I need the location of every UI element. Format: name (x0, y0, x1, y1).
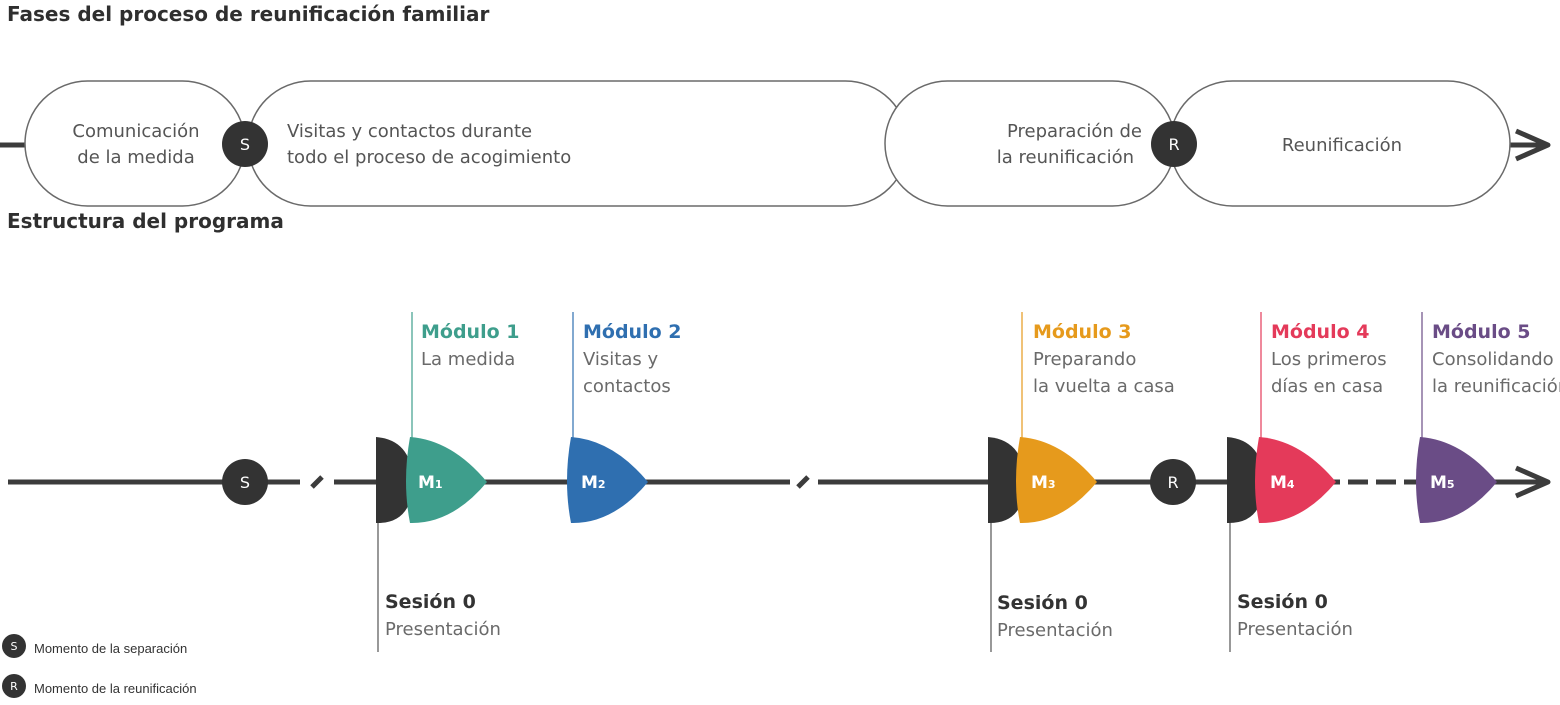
session-2-title: Sesión 0 (997, 592, 1088, 614)
separation-node-label: S (240, 135, 250, 154)
module-5-title: Módulo 5 (1432, 321, 1531, 343)
module-3-title: Módulo 3 (1033, 321, 1132, 343)
session-1-subtitle: Presentación (385, 619, 501, 640)
module-3-desc-line-1: Preparando (1033, 349, 1136, 370)
module-2-badge-label: M2 (581, 473, 606, 493)
module-5-badge-label: M5 (1430, 473, 1455, 493)
module-1-badge (406, 437, 487, 524)
program-separation-node (222, 459, 268, 505)
module-4-title: Módulo 4 (1271, 321, 1370, 343)
phases-heading: Fases del proceso de reunificación famil… (7, 2, 490, 26)
module-5-desc-line-1: Consolidando (1432, 349, 1554, 370)
phase-2-line-1: Visitas y contactos durante (287, 121, 532, 142)
phase-pill-3 (884, 80, 1176, 207)
module-4-badge-label: M4 (1270, 473, 1295, 493)
reunification-node (1151, 121, 1197, 167)
module-5-desc-line-2: la reunificación (1432, 376, 1560, 397)
program-arrow-icon (1514, 465, 1551, 499)
session-1-title: Sesión 0 (385, 591, 476, 613)
legend-reunification-text: Momento de la reunificación (34, 681, 197, 696)
legend-separation-text: Momento de la separación (34, 641, 187, 656)
module-3-badge-label: M3 (1031, 473, 1056, 493)
module-4-desc-line-2: días en casa (1271, 376, 1383, 397)
separation-node (222, 121, 268, 167)
module-5-badge (1416, 437, 1497, 524)
module-4-badge (1255, 437, 1336, 524)
module-1-desc-line-1: La medida (421, 349, 515, 370)
phase-1-line-1: Comunicación (72, 121, 199, 142)
module-2-title: Módulo 2 (583, 321, 682, 343)
module-3-badge (1016, 437, 1097, 524)
reunification-node-label: R (1168, 135, 1179, 154)
program-timeline: S R M1 M2 M3 M4 M5 Módulo 1 La medida Mó… (8, 312, 1560, 652)
phase-3-line-1: Preparación de (1007, 121, 1142, 142)
session-3-tab (1227, 437, 1264, 524)
program-reunification-label: R (1167, 473, 1178, 492)
legend: S Momento de la separación R Momento de … (2, 634, 197, 698)
phase-1-line-2: de la medida (77, 147, 194, 168)
module-3-desc-line-2: la vuelta a casa (1033, 376, 1175, 397)
phase-2-line-2: todo el proceso de acogimiento (287, 147, 571, 168)
axis-break (796, 475, 810, 489)
legend-separation-icon (2, 634, 26, 658)
session-3-title: Sesión 0 (1237, 591, 1328, 613)
module-2-badge (567, 437, 648, 524)
phase-3-line-2: la reunificación (997, 147, 1134, 168)
phase-timeline: Comunicación de la medida Visitas y cont… (0, 80, 1551, 207)
phase-4-label: Reunificación (1282, 135, 1402, 156)
program-reunification-node (1150, 459, 1196, 505)
legend-reunification-letter: R (10, 680, 18, 693)
legend-reunification-icon (2, 674, 26, 698)
session-2-tab (988, 437, 1025, 524)
module-4-desc-line-1: Los primeros (1271, 349, 1387, 370)
session-2-subtitle: Presentación (997, 620, 1113, 641)
axis-break (310, 475, 324, 489)
phase-pill-1 (24, 80, 246, 207)
module-2-desc-line-2: contactos (583, 376, 671, 397)
phase-arrow-icon (1514, 128, 1551, 162)
module-1-badge-label: M1 (418, 473, 443, 493)
module-1-title: Módulo 1 (421, 321, 520, 343)
module-2-desc-line-1: Visitas y (583, 349, 658, 370)
session-3-subtitle: Presentación (1237, 619, 1353, 640)
structure-heading: Estructura del programa (7, 209, 284, 233)
session-1-tab (376, 437, 413, 524)
legend-separation-letter: S (11, 640, 18, 653)
phase-pill-2 (247, 80, 909, 207)
program-separation-label: S (240, 473, 250, 492)
